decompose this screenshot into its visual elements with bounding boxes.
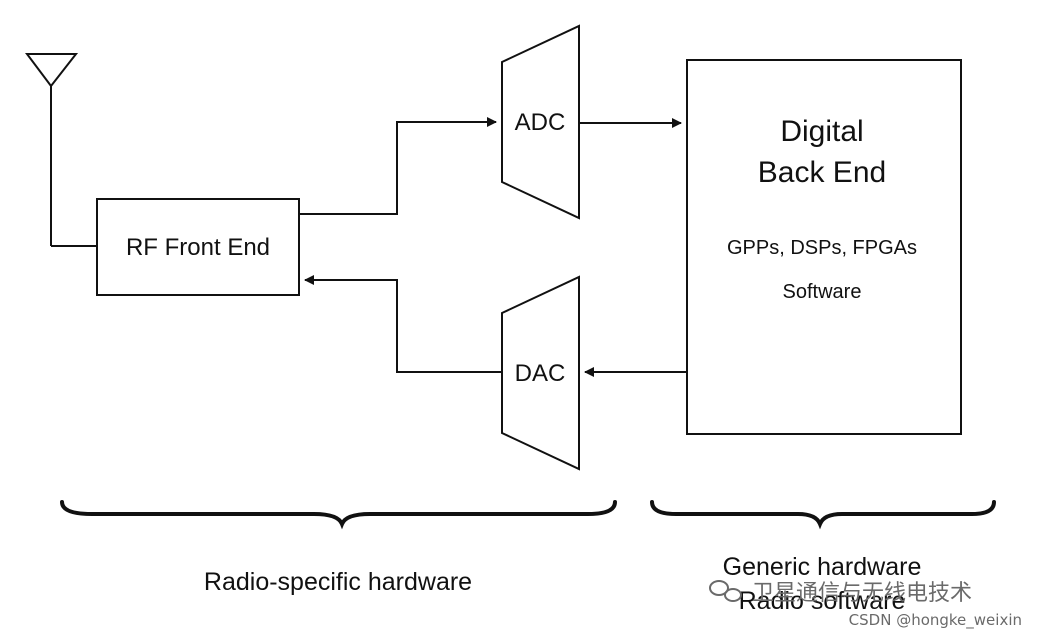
radio-specific-hardware-label: Radio-specific hardware <box>204 568 472 596</box>
dac-to-rf-arrow <box>304 275 502 373</box>
generic-hardware-label: Generic hardware <box>723 553 922 581</box>
adc-label: ADC <box>515 109 566 136</box>
back-end-detail-processors: GPPs, DSPs, FPGAs <box>727 237 917 259</box>
dac-block: DAC <box>501 275 580 471</box>
radio-specific-brace <box>60 500 617 530</box>
back-end-detail-software: Software <box>783 281 862 303</box>
watermark-channel-name: 卫星通信与无线电技术 <box>752 581 972 606</box>
generic-hardware-brace <box>650 500 996 530</box>
rf-front-end-block: RF Front End <box>96 198 300 296</box>
antenna-icon <box>25 53 79 246</box>
watermark: 卫星通信与无线电技术 CSDN @hongke_weixin <box>709 580 1022 630</box>
back-end-title-line2: Back End <box>758 156 886 189</box>
digital-back-end-block: Digital Back End GPPs, DSPs, FPGAs Softw… <box>686 59 962 435</box>
radio-software-label: Radio software <box>739 587 906 615</box>
rf-to-adc-arrow <box>299 117 497 215</box>
wechat-icon <box>709 580 742 602</box>
adc-block: ADC <box>501 24 580 220</box>
watermark-source: CSDN @hongke_weixin <box>849 611 1022 630</box>
back-end-title-line1: Digital <box>780 115 863 148</box>
rf-front-end-label: RF Front End <box>126 234 270 261</box>
dac-label: DAC <box>515 360 566 387</box>
